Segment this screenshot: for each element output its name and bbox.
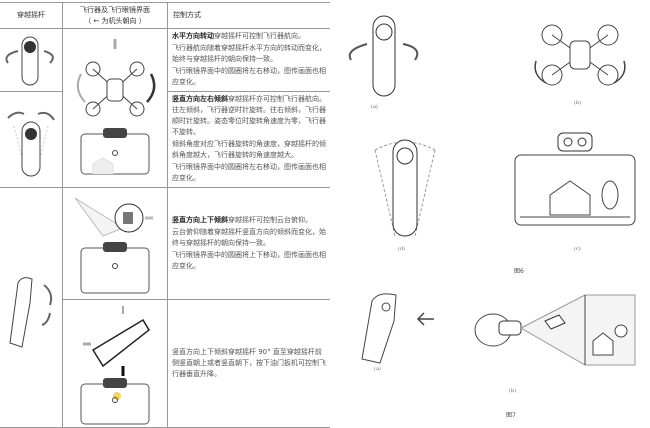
bold-text: 竖直方向左右倾斜 xyxy=(172,95,228,103)
paragraph: 倾斜角度对应飞行器旋转的角速度，穿越摇杆的倾斜角度越大，飞行器旋转的角速度越大。 xyxy=(172,140,326,159)
figure-label: (c) xyxy=(574,246,581,252)
aircraft-yaw-illustration xyxy=(62,28,168,188)
figure-caption: 图6 xyxy=(514,268,524,275)
figure-caption: 图7 xyxy=(506,412,516,419)
figure-label: (a) xyxy=(374,366,381,372)
figure-6a xyxy=(345,10,425,100)
figure-7a xyxy=(350,285,440,365)
figure-7b xyxy=(465,285,640,375)
paragraph: 云台俯仰随着穿越摇杆竖直方向的倾斜而变化，始终与穿越摇杆的朝向保持一致。 xyxy=(172,227,326,247)
paragraph: 飞行眼镜界面中的圆圈将上下移动，图传画面也相应变化。 xyxy=(172,250,326,270)
control-description: 水平方向转动穿越摇杆可控制飞行器航向。 飞行器航向随着穿越摇杆水平方向的转动而变… xyxy=(167,28,330,92)
figure-6d xyxy=(355,130,455,240)
figure-label: (a) xyxy=(371,104,378,110)
figure-label: (b) xyxy=(574,100,582,106)
stick-rotate-illustration xyxy=(0,28,63,92)
gimbal-illustration xyxy=(62,187,168,300)
paragraph: 竖直方向上下倾斜穿越摇杆可控制云台俯仰。 xyxy=(172,215,326,226)
paragraph: 竖直方向左右倾斜穿越摇杆亦可控制飞行器航向。往左倾斜，飞行器逆时针旋转。往右倾斜… xyxy=(172,94,326,138)
header-aircraft-label: 飞行器及飞行眼镜界面 xyxy=(80,5,150,14)
figure-6b xyxy=(530,15,630,95)
paragraph: 飞行眼镜界面中的圆圈将左右移动，图传画面也相应变化。 xyxy=(172,163,326,182)
stick-tilt-ud-illustration xyxy=(0,187,63,428)
table-row: 竖直方向上下倾斜穿越摇杆可控制云台俯仰。 云台俯仰随着穿越摇杆竖直方向的倾斜而变… xyxy=(0,187,330,428)
paragraph: 水平方向转动穿越摇杆可控制飞行器航向。 xyxy=(172,31,326,42)
header-control: 控制方式 xyxy=(167,2,330,29)
table-row: 水平方向转动穿越摇杆可控制飞行器航向。 飞行器航向随着穿越摇杆水平方向的转动而变… xyxy=(0,28,330,188)
figure-label: (b) xyxy=(509,388,517,394)
header-aircraft: 飞行器及飞行眼镜界面 （ ← 为机头朝向 ） xyxy=(62,2,168,29)
stick-tilt-lr-illustration xyxy=(0,91,63,188)
table-header: 穿越摇杆 飞行器及飞行眼镜界面 （ ← 为机头朝向 ） 控制方式 xyxy=(0,2,330,29)
figure-6c xyxy=(510,125,640,235)
header-aircraft-note: （ ← 为机头朝向 ） xyxy=(84,16,146,25)
control-description: 竖直方向左右倾斜穿越摇杆亦可控制飞行器航向。往左倾斜，飞行器逆时针旋转。往右倾斜… xyxy=(167,91,330,188)
text: 穿越摇杆可控制云台俯仰。 xyxy=(228,215,312,224)
text: 穿越摇杆可控制飞行器航向。 xyxy=(214,32,305,40)
text: 穿越摇杆亦可控制飞行器航向。往左倾斜，飞行器逆时针旋转。往右倾斜，飞行器顺时针旋… xyxy=(172,95,326,136)
figure-label: (d) xyxy=(398,246,406,252)
paragraph: 飞行器航向随着穿越摇杆水平方向的转动而变化，始终与穿越摇杆的朝向保持一致。 xyxy=(172,44,326,63)
paragraph: 飞行眼镜界面中的圆圈将左右移动，图传画面也相应变化。 xyxy=(172,67,326,86)
bold-text: 竖直方向上下倾斜 xyxy=(172,215,228,224)
vertical-climb-illustration xyxy=(62,299,168,428)
control-description: 竖直方向上下倾斜穿越摇杆 90° 直至穿越摇杆前侧竖直朝上或者竖直朝下，按下油门… xyxy=(167,299,330,428)
control-description: 竖直方向上下倾斜穿越摇杆可控制云台俯仰。 云台俯仰随着穿越摇杆竖直方向的倾斜而变… xyxy=(167,187,330,300)
bold-text: 水平方向转动 xyxy=(172,32,214,40)
control-table: 穿越摇杆 飞行器及飞行眼镜界面（ ← 为机头朝向 ） 控制方式 水平方向转动穿越… xyxy=(0,2,330,428)
paragraph: 竖直方向上下倾斜穿越摇杆 90° 直至穿越摇杆前侧竖直朝上或者竖直朝下，按下油门… xyxy=(172,347,326,378)
header-stick: 穿越摇杆 xyxy=(0,2,63,29)
